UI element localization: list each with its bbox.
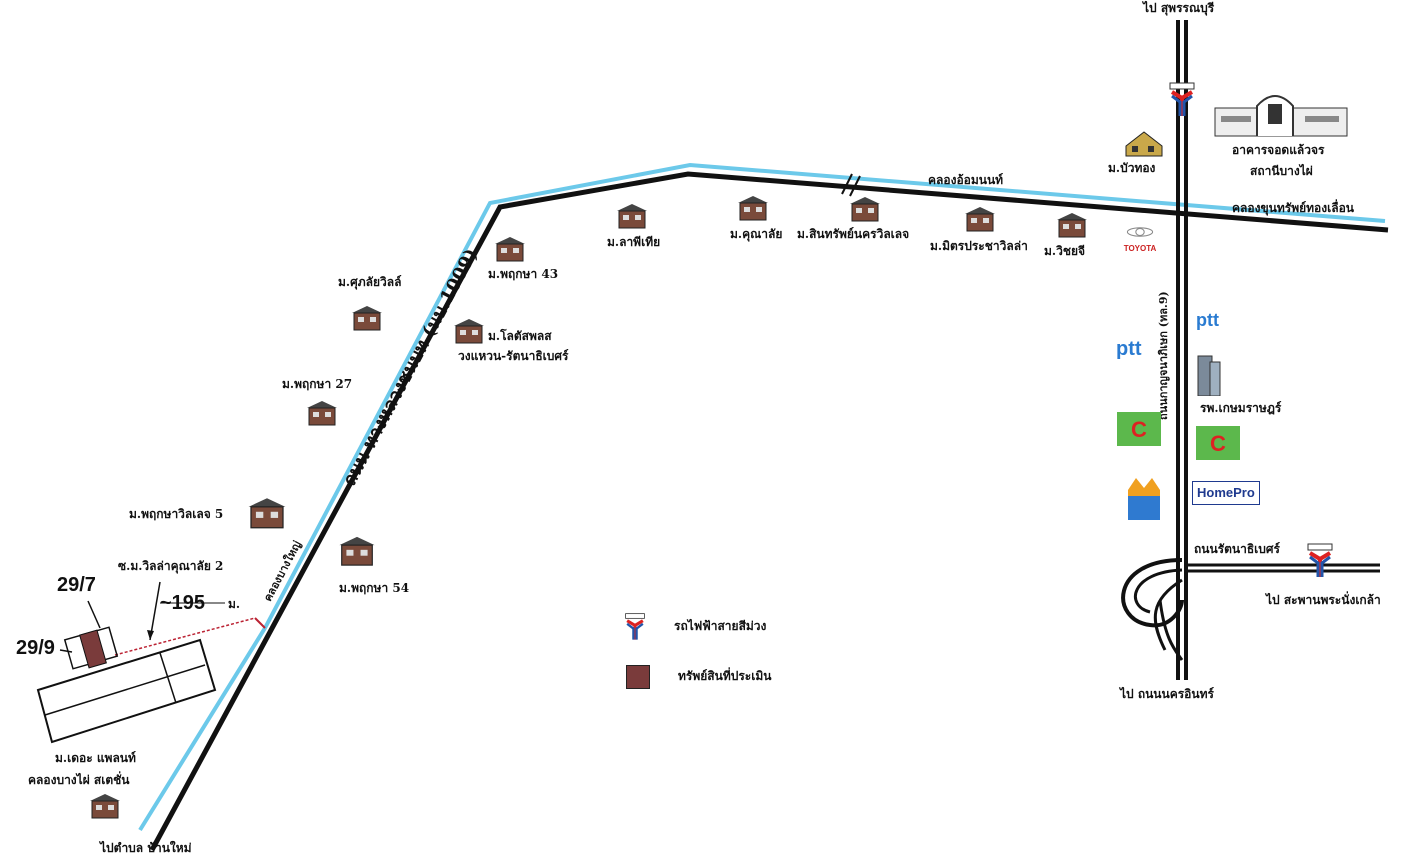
house-icon [243, 497, 291, 529]
toyota-text: TOYOTA [1123, 244, 1157, 253]
label-rattanathibet: ถนนรัตนาธิเบศร์ [1194, 542, 1280, 556]
house-icon [736, 195, 770, 221]
legend-row-property: ทรัพย์สินที่ประเมิน [626, 665, 771, 689]
house-icon [452, 318, 486, 344]
canal-main [138, 162, 1386, 832]
station-building-icon [1214, 95, 1348, 137]
svg-text:C: C [1210, 431, 1226, 456]
bts-train-icon [1169, 82, 1195, 116]
property-square-icon [626, 665, 650, 689]
soi-label: ซ.ม.วิลล่าคุณาลัย 2 [118, 559, 224, 573]
village-label: ม.พฤกษาวิลเลจ 5 [129, 507, 224, 521]
ptt-logo: ptt [1196, 310, 1219, 330]
village-label: ม.มิตรประชาวิลล่า [930, 239, 1028, 253]
label-khlong-thawi: คลองขุนทรัพย์ทองเลื่อน [1232, 201, 1354, 215]
legend-row-train: รถไฟฟ้าสายสีม่วง [624, 612, 766, 642]
convenience-store-icon: C [1196, 426, 1240, 460]
soi-line [114, 617, 256, 656]
label-to-nakhon-in: ไป ถนนนครอินทร์ [1120, 687, 1214, 701]
homepro-text: HomePro [1197, 485, 1255, 500]
svg-text:C: C [1131, 417, 1147, 442]
legend-label-property: ทรัพย์สินที่ประเมิน [678, 669, 772, 684]
village-label: ม.คุณาลัย [730, 227, 783, 241]
house-icon [305, 400, 339, 426]
village-label: ม.พฤกษา 54 [339, 581, 410, 595]
depot-label: อาคารจอดแล้วจร [1232, 143, 1325, 157]
label-to-ban-mai: ไปตำบล บ้านใหม่ [100, 841, 192, 855]
village-label: ม.บัวทอง [1108, 161, 1156, 175]
distance-unit: ม. [228, 597, 241, 611]
house-icon [493, 236, 527, 262]
plot-29-7: 29/7 [57, 574, 96, 596]
village-label: ม.พฤกษา 27 [282, 377, 353, 391]
interchange [1121, 558, 1184, 628]
house-icon [88, 793, 122, 819]
subject-parcels [36, 638, 217, 744]
ptt-logo: ptt [1116, 338, 1142, 360]
bts-train-icon [1307, 543, 1333, 577]
homepro-logo: HomePro [1192, 481, 1260, 505]
village-cluster-icon [1125, 131, 1163, 157]
toyota-icon [1126, 227, 1154, 237]
village-label: ม.สินทรัพย์นครวิลเลจ [797, 227, 910, 241]
house-icon [1055, 212, 1089, 238]
village-label: วงแหวน-รัตนาธิเบศร์ [458, 349, 569, 363]
hospital-label: รพ.เกษมราษฎร์ [1200, 401, 1282, 415]
depot-label-2: สถานีบางไผ่ [1250, 164, 1313, 178]
hospital-building-icon [1197, 355, 1221, 396]
village-label: ม.ลาพีเทีย [607, 235, 661, 249]
house-icon [337, 535, 377, 567]
label-to-bridge: ไป สะพานพระนั่งเกล้า [1266, 593, 1381, 607]
village-label: ม.โลตัสพลส [488, 329, 552, 343]
house-icon [848, 196, 882, 222]
house-icon [350, 305, 384, 331]
house-icon [963, 206, 997, 232]
village-label: ม.วิชยจี [1044, 244, 1086, 258]
road-main [149, 171, 1389, 852]
village-label: ม.เดอะ แพลนท์ [55, 751, 136, 765]
label-khlong-ommanon: คลองอ้อมนนท์ [928, 173, 1004, 187]
village-label: ม.ศุภลัยวิลล์ [338, 275, 402, 289]
crown-store-icon [1128, 478, 1160, 520]
label-kanchanaphisek: ถนนกาญจนาภิเษก (ทล.9) [1157, 291, 1170, 420]
legend-label-train: รถไฟฟ้าสายสีม่วง [674, 619, 767, 634]
toyota-logo: TOYOTA [1118, 226, 1162, 256]
label-to-suphanburi: ไป สุพรรณบุรี [1143, 1, 1215, 15]
house-icon [615, 203, 649, 229]
village-label: ม.พฤกษา 43 [488, 267, 559, 281]
bts-train-icon [625, 613, 645, 640]
distance-value: ~195 [160, 592, 206, 614]
plot-29-9: 29/9 [16, 637, 55, 659]
property-square [79, 629, 107, 669]
convenience-store-icon: C [1117, 412, 1161, 446]
village-label: คลองบางไผ่ สเตชั่น [28, 773, 130, 787]
